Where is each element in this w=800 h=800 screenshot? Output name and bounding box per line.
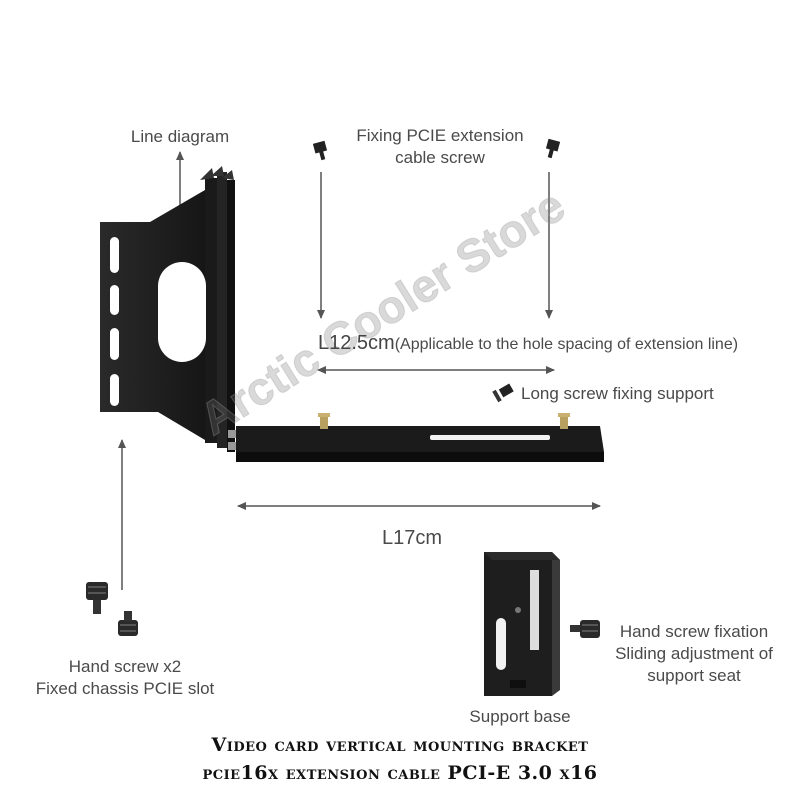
label-hand-fixation: Hand screw fixation Sliding adjustment o… <box>596 621 792 687</box>
support-base <box>484 552 560 696</box>
label-hand-fixation-line3: support seat <box>647 666 741 685</box>
screw-icon <box>312 140 328 161</box>
caption-line2: pcie16x extension cable PCI-E 3.0 x16 <box>202 762 598 784</box>
caption-line1: Video card vertical mounting bracket <box>211 734 589 756</box>
label-support-base: Support base <box>469 707 571 726</box>
hand-screw-icon <box>86 582 108 614</box>
label-hand-screw-line2: Fixed chassis PCIE slot <box>35 679 215 698</box>
label-line-diagram: Line diagram <box>130 127 230 146</box>
label-hand-fixation-line1: Hand screw fixation <box>619 622 769 641</box>
long-screw-icon <box>492 383 514 403</box>
label-hand-screw-line1: Hand screw x2 <box>68 657 182 676</box>
hand-screw-icon <box>118 611 138 636</box>
dimension-125-note: (Applicable to the hole spacing of exten… <box>394 336 739 353</box>
label-fixing-screw-line1: Fixing PCIE extension <box>356 126 524 145</box>
screw-icon <box>545 138 561 159</box>
dimension-125-value: L12.5cm <box>318 332 395 354</box>
label-fixing-screw-line2: cable screw <box>395 148 485 167</box>
vertical-bracket <box>100 166 236 452</box>
label-long-screw: Long screw fixing support <box>521 384 714 403</box>
label-dimension-125: L12.5cm(Applicable to the hole spacing o… <box>318 332 738 356</box>
label-hand-fixation-line2: Sliding adjustment of <box>615 644 773 663</box>
label-hand-screw: Hand screw x2 Fixed chassis PCIE slot <box>20 656 230 700</box>
label-dimension-17: L17cm <box>382 527 443 549</box>
label-fixing-screw: Fixing PCIE extension cable screw <box>330 125 550 169</box>
hand-fixation-screw-icon <box>570 620 600 638</box>
base-plate <box>236 413 604 462</box>
